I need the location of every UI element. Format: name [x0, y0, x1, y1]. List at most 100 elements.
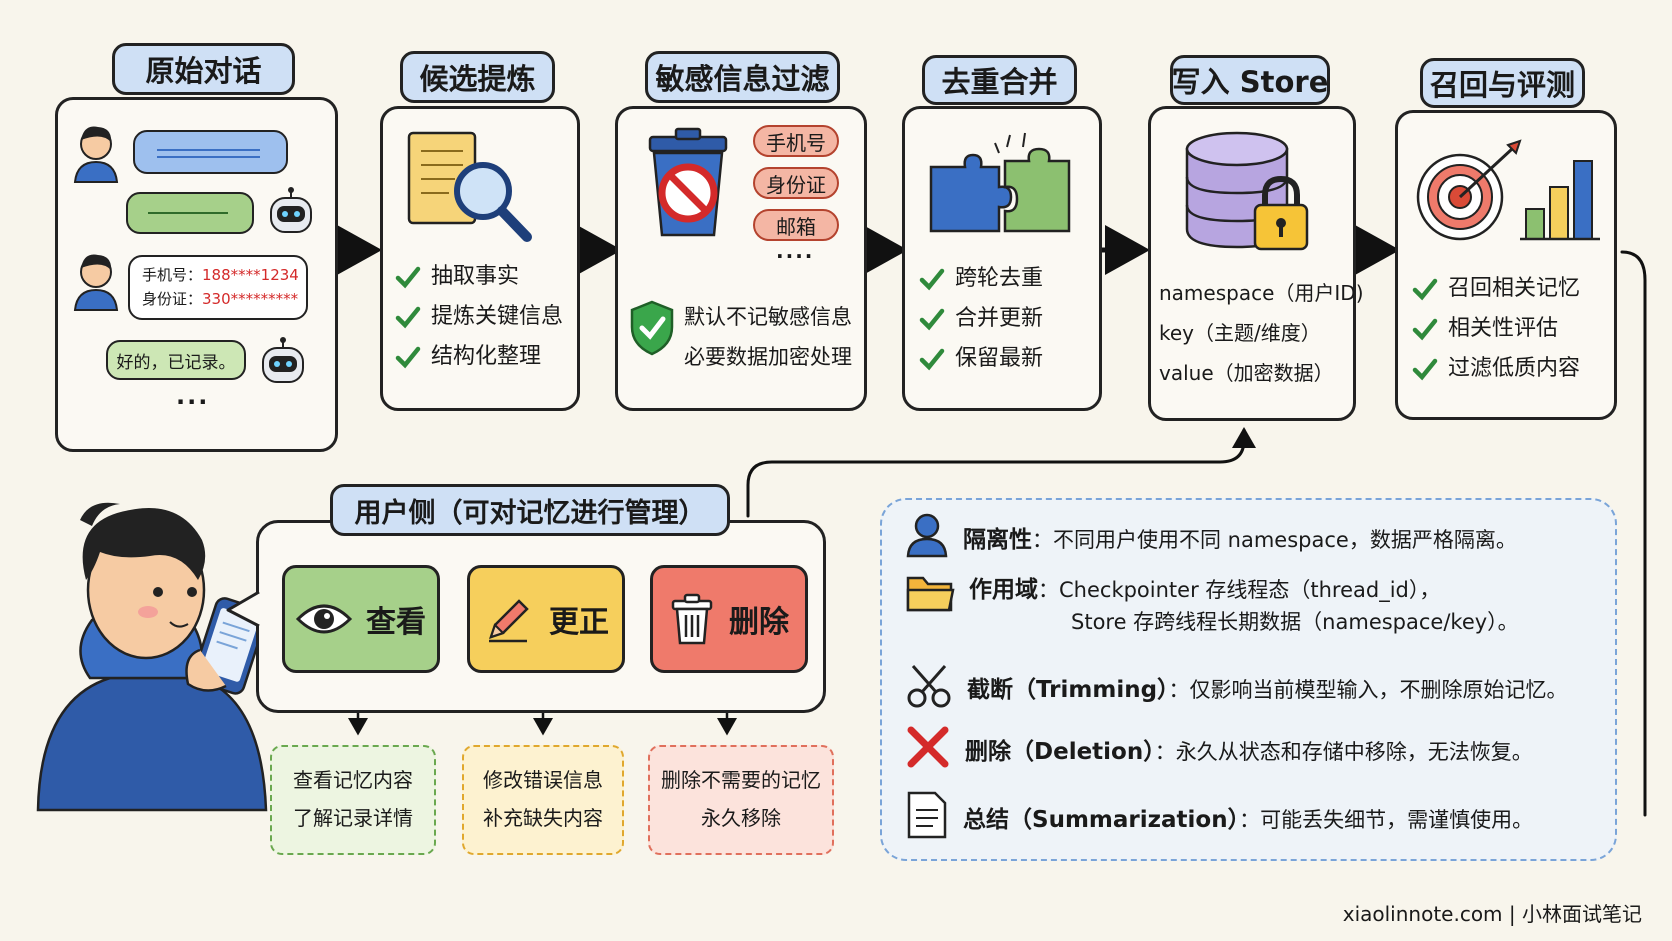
shield-line-2: 必要数据加密处理 [684, 345, 852, 369]
delete-result: 删除不需要的记忆 永久移除 [648, 745, 834, 855]
phone-label: 手机号： [142, 266, 203, 284]
target-chart-icon [1416, 139, 1600, 241]
note-deletion-text: ：永久从状态和存储中移除，无法恢复。 [1154, 740, 1533, 764]
notes-panel [880, 498, 1617, 861]
trash-block-icon [648, 127, 728, 237]
phone-value: 188****1234 [202, 266, 299, 284]
folder-icon [906, 576, 955, 612]
recall-checklist: 召回相关记忆 相关性评估 过滤低质内容 [1412, 269, 1580, 389]
note-summarization: 总结（Summarization）：可能丢失细节，需谨慎使用。 [905, 790, 1533, 840]
note-trimming-text: ：仅影响当前模型输入，不删除原始记忆。 [1168, 678, 1568, 702]
stage-recall-eval: 召回相关记忆 相关性评估 过滤低质内容 [1395, 110, 1617, 420]
checklist-item: 合并更新 [919, 299, 1043, 339]
checklist-item: 跨轮去重 [919, 259, 1043, 299]
sensitive-pill-idcard: 身份证 [753, 167, 839, 199]
note-summarization-text: ：可能丢失细节，需谨慎使用。 [1239, 808, 1534, 832]
view-result-line-2: 了解记录详情 [293, 806, 413, 830]
checkmark-icon [1412, 278, 1438, 301]
view-label: 查看 [366, 605, 426, 640]
checkmark-icon [919, 348, 945, 371]
checklist-item: 提炼关键信息 [395, 297, 563, 337]
note-scope-text-2: Store 存跨线程长期数据（namespace/key）。 [1071, 610, 1519, 634]
stage-title-dedup-merge: 去重合并 [922, 55, 1077, 105]
stage-write-store: namespace（用户ID) key（主题/维度） value（加密数据） [1148, 106, 1364, 421]
stage-raw-conversation: 手机号：188****1234 身份证：330********* 好的，已记录。… [55, 97, 338, 452]
checklist-item: 相关性评估 [1412, 309, 1580, 349]
note-summarization-label: 总结（Summarization） [963, 807, 1240, 833]
user-icon [906, 513, 948, 558]
delete-result-line-1: 删除不需要的记忆 [661, 768, 821, 792]
dedup-checklist: 跨轮去重 合并更新 保留最新 [919, 259, 1043, 379]
stage-sensitive-filter: 手机号 身份证 邮箱 .... 默认不记敏感信息 必要数据加密处理 [615, 106, 867, 411]
checklist-item: 过滤低质内容 [1412, 349, 1580, 389]
id-value: 330********* [202, 290, 299, 308]
note-trimming-label: 截断（Trimming） [967, 677, 1169, 703]
user-avatar-icon [73, 254, 119, 311]
note-deletion: 删除（Deletion）：永久从状态和存储中移除，无法恢复。 [905, 724, 1533, 770]
edit-button[interactable]: 更正 [467, 565, 625, 673]
id-label: 身份证： [142, 290, 203, 308]
checkmark-icon [919, 308, 945, 331]
checkmark-icon [395, 266, 421, 289]
view-result-line-1: 查看记忆内容 [293, 768, 413, 792]
note-scope-label: 作用域 [969, 577, 1038, 603]
sensitive-pill-email: 邮箱 [753, 209, 839, 241]
store-field-key: key（主题/维度） [1159, 321, 1321, 345]
user-with-phone-illustration [36, 502, 268, 812]
scissors-icon [907, 665, 951, 708]
note-isolation-label: 隔离性 [963, 527, 1032, 553]
delete-result-line-2: 永久移除 [701, 806, 781, 830]
note-scope: 作用域：Checkpointer 存线程态（thread_id）， Store … [905, 570, 1519, 638]
cross-icon [907, 726, 949, 768]
note-trimming: 截断（Trimming）：仅影响当前模型输入，不删除原始记忆。 [905, 662, 1568, 710]
pencil-icon [489, 599, 529, 643]
note-deletion-label: 删除（Deletion） [965, 739, 1155, 765]
robot-icon [262, 337, 304, 383]
note-isolation: 隔离性：不同用户使用不同 namespace，数据严格隔离。 [905, 512, 1517, 558]
checkmark-icon [919, 268, 945, 291]
checkmark-icon [395, 346, 421, 369]
checkmark-icon [395, 306, 421, 329]
eye-icon [295, 604, 353, 634]
delete-button[interactable]: 删除 [650, 565, 808, 673]
edit-label: 更正 [549, 605, 609, 640]
delete-label: 删除 [729, 605, 789, 640]
sensitive-pill-phone: 手机号 [753, 125, 839, 157]
shield-check-icon [630, 300, 674, 356]
checkmark-icon [1412, 318, 1438, 341]
chat-ellipsis: ... [176, 382, 210, 410]
note-isolation-text: ：不同用户使用不同 namespace，数据严格隔离。 [1032, 528, 1517, 552]
chat-bubble-bot-1 [126, 192, 254, 234]
stage-title-write-store: 写入 Store [1170, 55, 1330, 105]
extraction-checklist: 抽取事实 提炼关键信息 结构化整理 [395, 257, 563, 377]
checklist-item: 保留最新 [919, 339, 1043, 379]
speech-tail [226, 590, 260, 628]
shield-line-1: 默认不记敏感信息 [684, 305, 852, 329]
checkmark-icon [1412, 358, 1438, 381]
view-result: 查看记忆内容 了解记录详情 [270, 745, 436, 855]
chat-bubble-reply: 好的，已记录。 [106, 340, 246, 380]
puzzle-icon [929, 132, 1071, 233]
stage-candidate-extraction: 抽取事实 提炼关键信息 结构化整理 [380, 106, 580, 411]
user-avatar-icon [73, 126, 119, 183]
stage-title-recall-eval: 召回与评测 [1420, 58, 1585, 108]
edit-result-line-1: 修改错误信息 [483, 768, 603, 792]
user-panel-title: 用户侧（可对记忆进行管理） [330, 484, 730, 536]
edit-result: 修改错误信息 补充缺失内容 [462, 745, 624, 855]
footer-credit: xiaolinnote.com | 小林面试笔记 [1342, 902, 1642, 926]
chat-bubble-user-1 [133, 130, 288, 174]
view-button[interactable]: 查看 [282, 565, 440, 673]
checklist-item: 召回相关记忆 [1412, 269, 1580, 309]
sensitive-more: .... [776, 239, 815, 263]
checklist-item: 结构化整理 [395, 337, 563, 377]
robot-icon [270, 187, 312, 233]
edit-result-line-2: 补充缺失内容 [483, 806, 603, 830]
checklist-item: 抽取事实 [395, 257, 563, 297]
trash-icon [671, 593, 713, 645]
database-lock-icon [1185, 131, 1309, 251]
document-icon [907, 791, 947, 839]
chat-bubble-sensitive: 手机号：188****1234 身份证：330********* [128, 255, 308, 320]
note-scope-text: ：Checkpointer 存线程态（thread_id）， [1038, 578, 1441, 602]
document-search-icon [407, 131, 532, 242]
store-field-namespace: namespace（用户ID) [1159, 281, 1364, 305]
